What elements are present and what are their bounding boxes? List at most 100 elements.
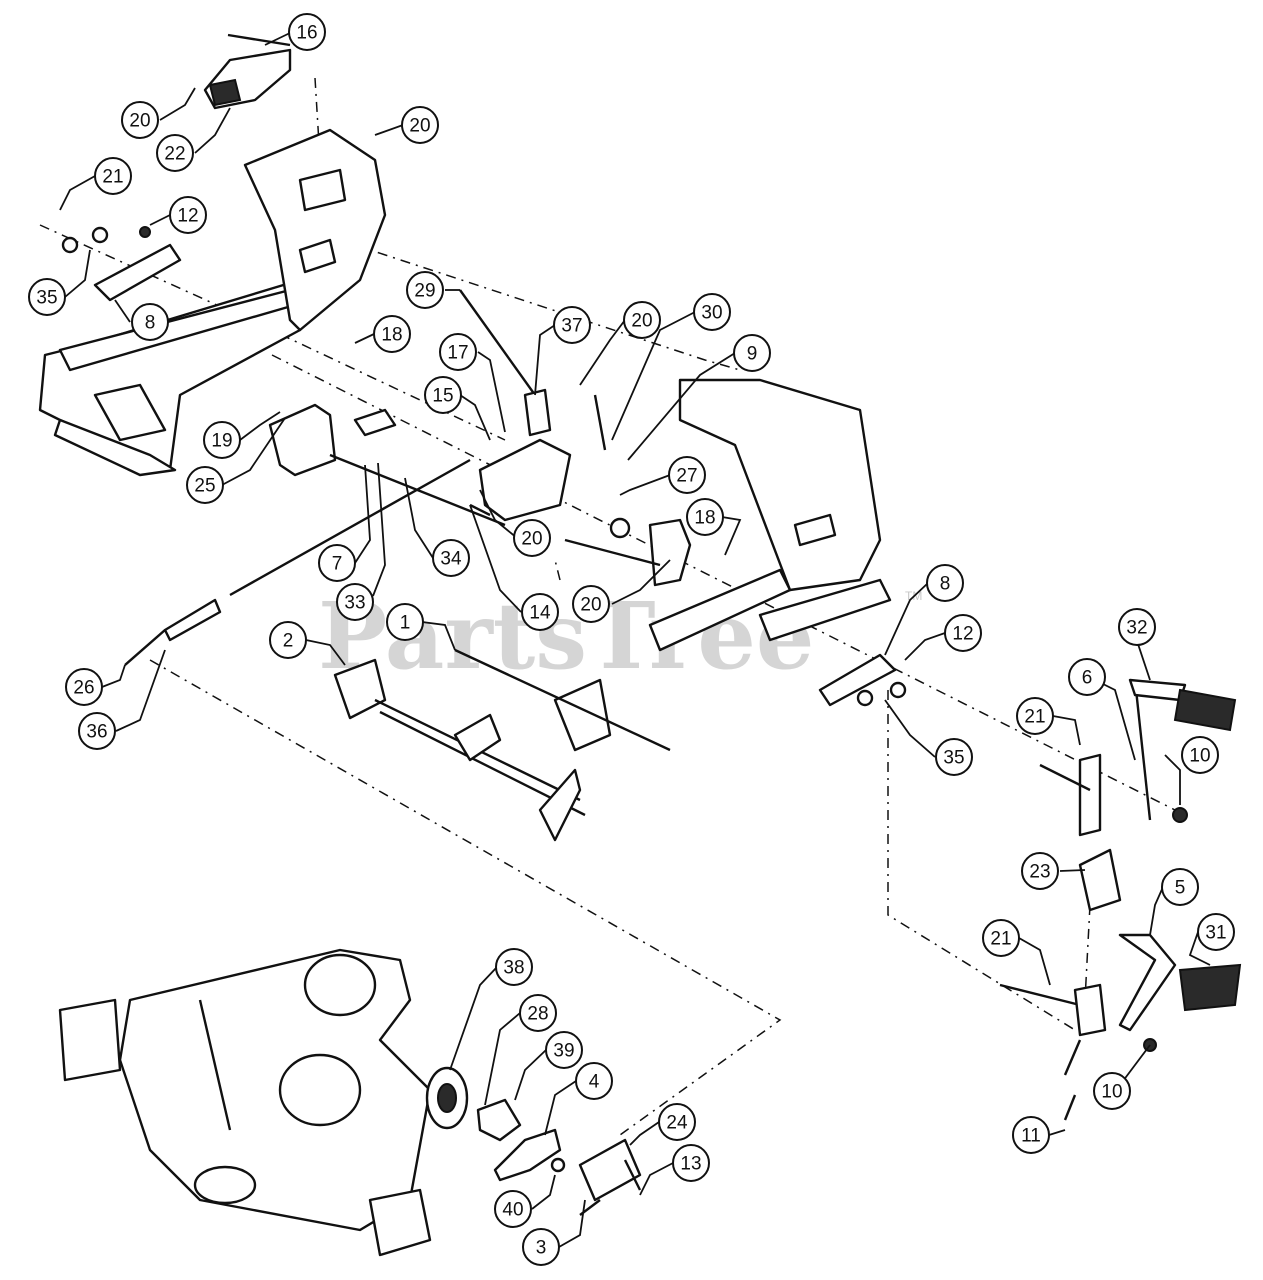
callout-circle: [926, 564, 964, 602]
callout-35: 35: [935, 738, 973, 776]
callout-label: 25: [194, 476, 215, 497]
callout-label: 21: [102, 167, 123, 188]
callout-39: 39: [545, 1031, 583, 1069]
callout-17: 17: [439, 333, 477, 371]
callout-21: 21: [982, 919, 1020, 957]
callout-circle: [1016, 697, 1054, 735]
cable-rod: [459, 289, 607, 451]
callout-circle: [386, 603, 424, 641]
callout-2: 2: [269, 621, 307, 659]
callout-label: 9: [747, 344, 758, 365]
callout-circle: [439, 333, 477, 371]
left-frame-rail: [38, 278, 302, 477]
right-pedal-assembly: [1039, 678, 1237, 837]
callout-33: 33: [336, 583, 374, 621]
callout-circle: [522, 1228, 560, 1266]
upper-housing-panel: [243, 128, 387, 332]
callout-circle: [668, 456, 706, 494]
callout-circle: [121, 101, 159, 139]
callout-21: 21: [1016, 697, 1054, 735]
callout-7: 7: [318, 544, 356, 582]
callout-25: 25: [186, 466, 224, 504]
callout-13: 13: [672, 1144, 710, 1182]
callout-label: 2: [283, 631, 294, 652]
callout-20: 20: [121, 101, 159, 139]
callout-label: 15: [432, 386, 453, 407]
callout-label: 35: [943, 748, 964, 769]
callout-label: 20: [409, 116, 430, 137]
callout-label: 4: [589, 1072, 600, 1093]
callout-circle: [1161, 868, 1199, 906]
callout-12: 12: [944, 614, 982, 652]
callout-label: 24: [666, 1113, 688, 1134]
callout-38: 38: [495, 948, 533, 986]
callout-circle: [131, 303, 169, 341]
callout-11: 11: [1012, 1116, 1050, 1154]
callout-10: 10: [1181, 736, 1219, 774]
callout-10: 10: [1093, 1072, 1131, 1110]
callout-label: 40: [502, 1200, 523, 1221]
callout-label: 7: [332, 554, 343, 575]
callout-label: 22: [164, 144, 185, 165]
callout-circle: [65, 668, 103, 706]
callout-circle: [169, 196, 207, 234]
callout-20: 20: [513, 519, 551, 557]
callout-circle: [672, 1144, 710, 1182]
callout-8: 8: [926, 564, 964, 602]
alignment-lines: [39, 77, 1176, 1136]
callout-circle: [336, 583, 374, 621]
callout-29: 29: [406, 271, 444, 309]
callout-label: 39: [553, 1041, 574, 1062]
brake-cable: [124, 458, 471, 666]
callout-circle: [288, 13, 326, 51]
callout-circle: [521, 593, 559, 631]
callout-circle: [1197, 913, 1235, 951]
callout-32: 32: [1118, 608, 1156, 646]
callout-circle: [1118, 608, 1156, 646]
callout-circle: [424, 376, 462, 414]
callout-label: 11: [1021, 1126, 1041, 1147]
callout-label: 17: [447, 343, 468, 364]
callout-circle: [156, 134, 194, 172]
callout-label: 10: [1101, 1082, 1122, 1103]
right-housing-panel: [648, 378, 892, 652]
callout-circle: [318, 544, 356, 582]
callout-circle: [686, 498, 724, 536]
callout-12: 12: [169, 196, 207, 234]
callout-21: 21: [94, 157, 132, 195]
callout-label: 19: [211, 431, 232, 452]
callout-label: 10: [1189, 746, 1210, 767]
callout-36: 36: [78, 712, 116, 750]
callout-circle: [94, 157, 132, 195]
left-plate-bracket: [61, 226, 182, 302]
callout-circle: [269, 621, 307, 659]
callout-label: 14: [529, 603, 551, 624]
center-bracket-assembly: [268, 403, 692, 587]
callout-label: 12: [177, 206, 198, 227]
callout-18: 18: [686, 498, 724, 536]
main-shaft-assembly: [333, 648, 671, 842]
callout-circle: [1181, 736, 1219, 774]
callout-label: 8: [940, 574, 951, 595]
callout-circle: [935, 738, 973, 776]
callout-circle: [693, 293, 731, 331]
callout-circle: [203, 421, 241, 459]
callout-circle: [733, 334, 771, 372]
callout-label: 12: [952, 624, 973, 645]
callout-circle: [401, 106, 439, 144]
callout-24: 24: [658, 1103, 696, 1141]
callout-label: 31: [1205, 923, 1226, 944]
callout-circle: [575, 1062, 613, 1100]
callout-circle: [432, 539, 470, 577]
callout-40: 40: [494, 1190, 532, 1228]
callout-22: 22: [156, 134, 194, 172]
callout-label: 27: [676, 466, 697, 487]
callout-circle: [623, 301, 661, 339]
callout-label: 1: [400, 613, 411, 634]
brake-parts: [425, 1066, 642, 1216]
callout-circle: [373, 315, 411, 353]
callout-circle: [28, 278, 66, 316]
callout-circle: [1021, 852, 1059, 890]
callout-label: 23: [1029, 862, 1050, 883]
